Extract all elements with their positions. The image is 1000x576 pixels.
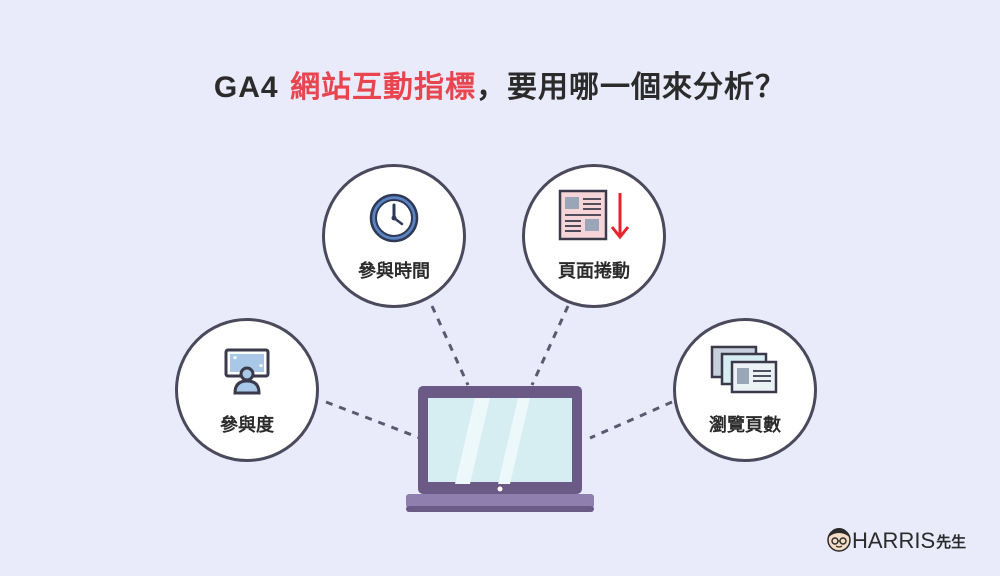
metric-pageviews: 瀏覽頁數 — [673, 318, 817, 462]
metric-label: 頁面捲動 — [558, 261, 630, 282]
connector-engagement-time — [430, 305, 470, 386]
pageviews-stack-icon — [710, 345, 780, 399]
connector-engagement — [325, 400, 421, 440]
brand-suffix: 先生 — [936, 532, 967, 551]
metric-label: 參與度 — [220, 415, 274, 436]
page-scroll-icon — [558, 189, 630, 245]
metric-label: 參與時間 — [358, 261, 430, 282]
clock-icon — [369, 193, 419, 247]
metric-engagement-time: 參與時間 — [322, 164, 466, 308]
avatar-icon — [826, 526, 852, 556]
metric-page-scroll: 頁面捲動 — [522, 164, 666, 308]
metric-engagement: 參與度 — [175, 318, 319, 462]
dashed-connectors — [325, 305, 673, 440]
laptop-icon — [406, 386, 594, 512]
title-prefix: GA4 — [213, 71, 279, 104]
title-suffix: ，要用哪一個來分析？ — [476, 70, 787, 105]
connector-page-scroll — [530, 305, 570, 386]
connector-pageviews — [589, 400, 673, 440]
metric-label: 瀏覽頁數 — [709, 415, 781, 436]
engagement-screen-icon — [223, 347, 271, 399]
brand-logo: HARRIS 先生 — [826, 526, 966, 556]
page-title: GA4 網站互動指標，要用哪一個來分析？ — [0, 62, 1000, 106]
scroll-down-arrow-icon — [610, 193, 630, 240]
brand-name: HARRIS — [852, 528, 936, 553]
title-highlight: 網站互動指標 — [290, 70, 477, 105]
